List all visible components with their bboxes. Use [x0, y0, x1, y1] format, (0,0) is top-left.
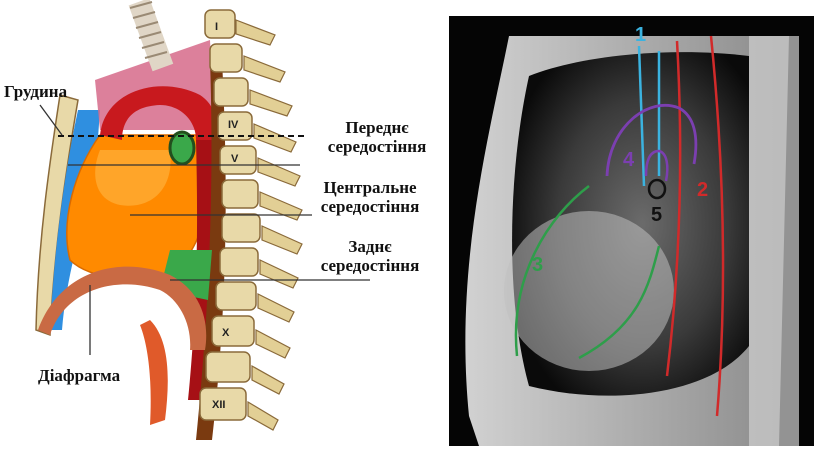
label-diaphragm: Діафрагма: [38, 366, 120, 385]
label-anterior-line2: середостіння: [318, 137, 436, 156]
vertebra-numeral-i: I: [215, 21, 218, 33]
label-anterior-mediastinum: Переднє середостіння: [318, 118, 436, 156]
label-sternum: Грудина: [4, 82, 67, 101]
mediastinum-anatomy-illustration: I IV V X XII Грудина Переднє середостінн…: [0, 0, 440, 446]
vertebra-numeral-x: X: [222, 327, 230, 339]
xray-heart-shadow: [504, 211, 674, 371]
xray-image: 1 2 3 4 5: [449, 16, 814, 446]
xray-spine-shadow: [749, 36, 799, 446]
label-central-line1: Центральне: [308, 178, 432, 197]
trachea: [129, 0, 174, 71]
label-posterior-line2: середостіння: [308, 256, 432, 275]
label-anterior-line1: Переднє: [318, 118, 436, 137]
label-posterior-mediastinum: Заднє середостіння: [308, 237, 432, 275]
label-central-line2: середостіння: [308, 197, 432, 216]
vertebra-numeral-iv: IV: [228, 119, 239, 131]
marker-4: 4: [623, 149, 635, 171]
marker-3: 3: [532, 254, 543, 276]
vertebra-numeral-v: V: [231, 153, 239, 165]
marker-1: 1: [635, 24, 646, 46]
vertebra-numeral-xii: XII: [212, 399, 225, 411]
marker-5: 5: [651, 204, 662, 226]
lateral-chest-xray: 1 2 3 4 5: [449, 16, 814, 446]
label-central-mediastinum: Центральне середостіння: [308, 178, 432, 216]
marker-2: 2: [697, 179, 708, 201]
diaphragm-crus: [140, 320, 168, 425]
label-posterior-line1: Заднє: [308, 237, 432, 256]
